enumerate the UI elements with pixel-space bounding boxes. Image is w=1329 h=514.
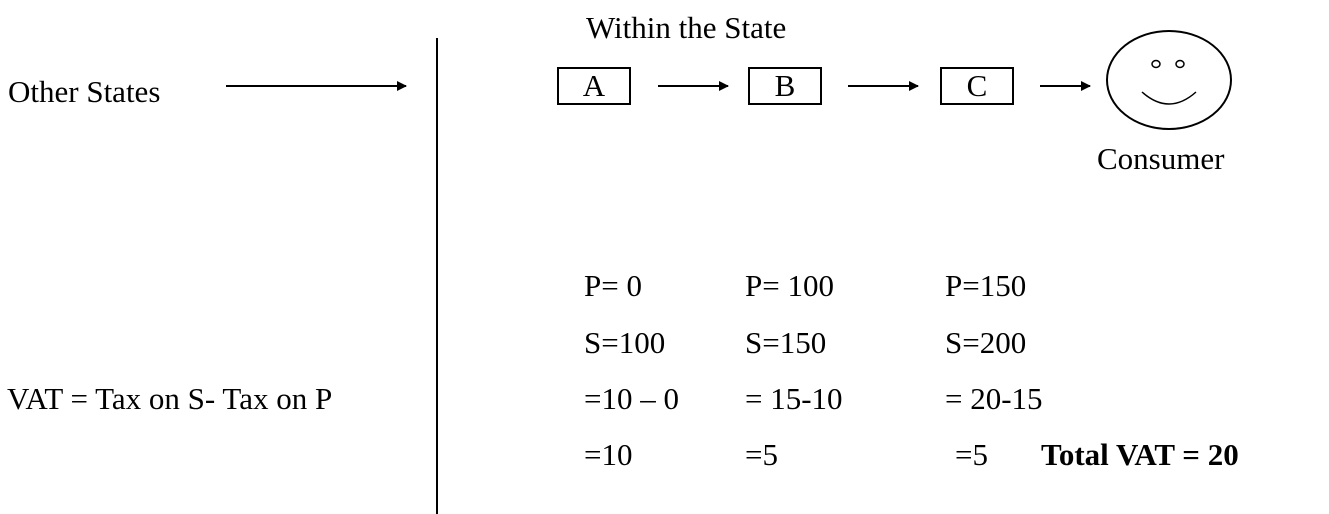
col-b-sale: S=150 xyxy=(745,325,827,360)
col-c-purchase: P=150 xyxy=(945,268,1027,303)
consumer-smiley-icon xyxy=(1106,30,1232,130)
col-b-calc: = 15-10 xyxy=(745,381,843,416)
col-a-sale: S=100 xyxy=(584,325,666,360)
other-states-label: Other States xyxy=(8,74,161,109)
col-c-calc: = 20-15 xyxy=(945,381,1043,416)
node-b: B xyxy=(748,67,822,105)
total-vat: Total VAT = 20 xyxy=(1041,437,1239,472)
node-a: A xyxy=(557,67,631,105)
col-a-vat: =10 xyxy=(584,437,633,472)
col-b-purchase: P= 100 xyxy=(745,268,834,303)
within-state-title: Within the State xyxy=(586,10,787,45)
col-b-vat: =5 xyxy=(745,437,778,472)
col-c-vat: =5 xyxy=(955,437,988,472)
col-c-sale: S=200 xyxy=(945,325,1027,360)
col-a-calc: =10 – 0 xyxy=(584,381,679,416)
consumer-label: Consumer xyxy=(1097,141,1225,176)
vat-formula: VAT = Tax on S- Tax on P xyxy=(7,381,333,416)
node-c: C xyxy=(940,67,1014,105)
col-a-purchase: P= 0 xyxy=(584,268,642,303)
